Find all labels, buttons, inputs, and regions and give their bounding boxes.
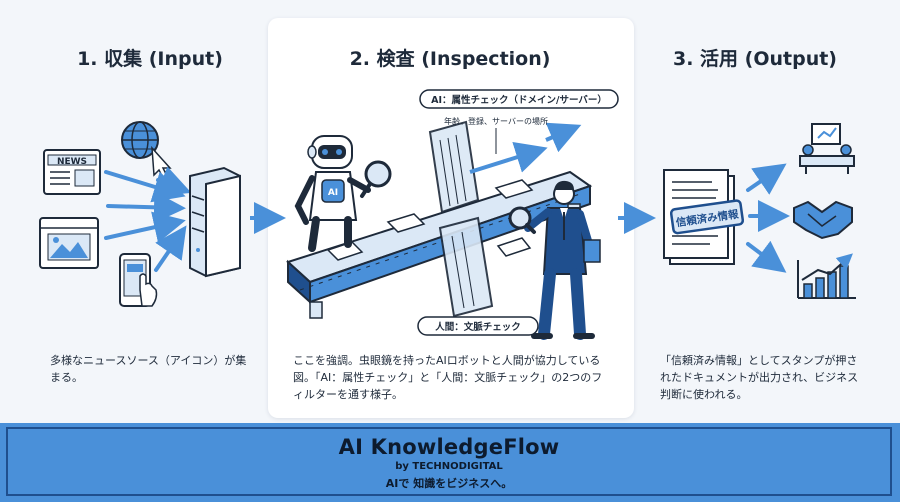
footer-subtitle: by TECHNODIGITAL (395, 461, 503, 472)
input-arrows (104, 166, 192, 272)
flow-illustration: NEWS (39, 89, 856, 340)
inspection-description: ここを強調。虫眼鏡を持ったAIロボットと人間が協力している図。「AI：属性チェッ… (293, 354, 603, 401)
output-arrows (746, 163, 790, 273)
footer-banner: AI KnowledgeFlow by TECHNODIGITAL AIで 知識… (0, 423, 900, 502)
inspection-section-title: 2. 検査 (Inspection) (349, 48, 551, 70)
globe-icon (121, 121, 172, 180)
newspaper-icon: NEWS (43, 149, 101, 195)
ai-filter-gate (428, 120, 582, 214)
ai-filter-label-box (419, 89, 619, 109)
magnifier-icon (360, 160, 392, 198)
stamped-document-icon: 信頼済み情報 (663, 169, 745, 265)
ai-robot: AI (294, 135, 371, 252)
human-filter-gate (438, 216, 532, 318)
footer-frame: AI KnowledgeFlow by TECHNODIGITAL AIで 知識… (6, 427, 892, 496)
document-on-belt (326, 179, 534, 261)
footer-title: AI KnowledgeFlow (338, 435, 560, 459)
input-description: 多様なニュースソース（アイコン）が集まる。 (50, 354, 247, 384)
human-inspector (524, 180, 601, 340)
human-filter-label: 人間：文脈チェック (435, 321, 521, 333)
growth-chart-icon (797, 253, 856, 299)
meeting-icon (799, 123, 855, 174)
news-label: NEWS (57, 157, 87, 167)
ai-filter-note: 年齢、登録、サーバーの場所 (444, 116, 548, 126)
human-magnifier-icon (508, 206, 536, 234)
handshake-icon (793, 200, 853, 240)
image-document-icon (39, 217, 99, 269)
human-filter-label-box (417, 316, 539, 336)
output-section-title: 3. 活用 (Output) (672, 48, 837, 70)
input-section-title: 1. 収集 (Input) (77, 48, 223, 70)
output-description: 「信頼済み情報」としてスタンプが押されたドキュメントが出力され、ビジネス判断に使… (660, 354, 859, 401)
footer-tagline: AIで 知識をビジネスへ。 (385, 477, 513, 490)
server-icon (189, 166, 241, 278)
smartphone-icon (119, 253, 158, 307)
robot-label: AI (328, 188, 338, 198)
ai-filter-label: AI：属性チェック（ドメイン/サーバー） (431, 94, 607, 106)
